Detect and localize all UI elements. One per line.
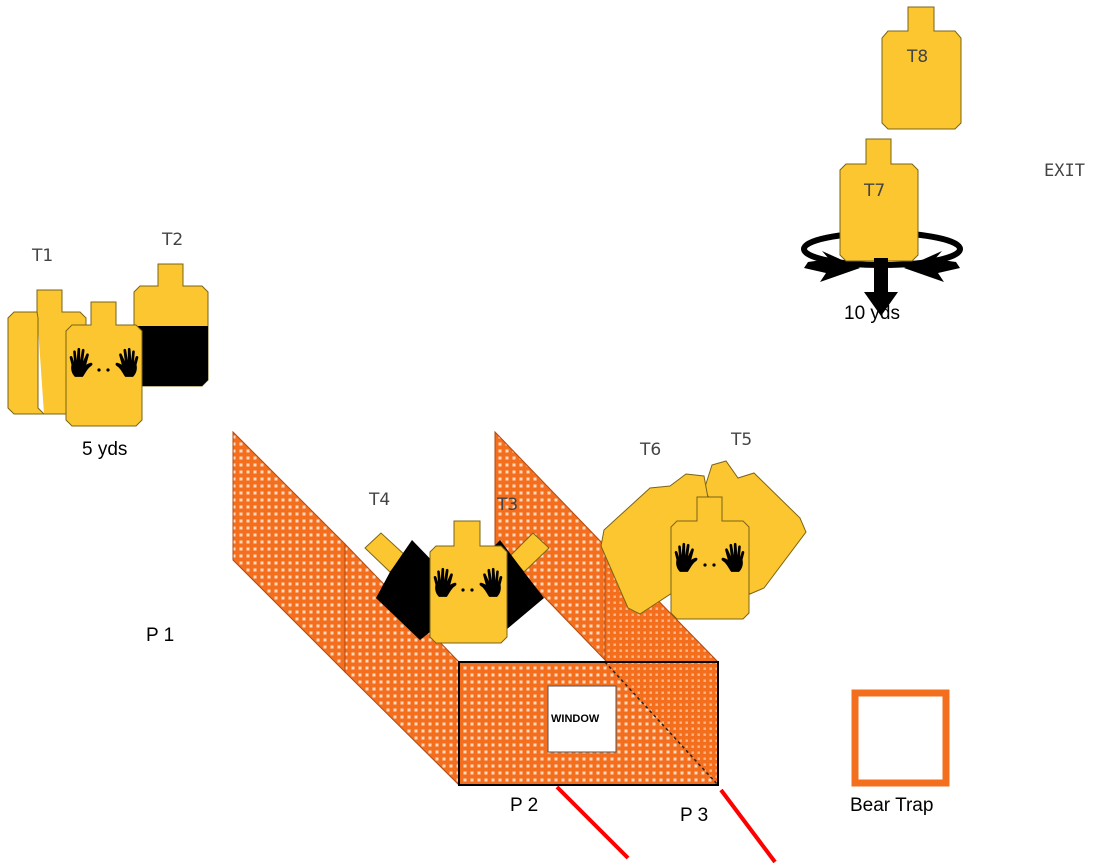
fault-line-p3	[719, 788, 777, 864]
label-t1: T1	[32, 246, 54, 266]
wall-left-diagonal	[232, 430, 346, 674]
bear-trap-label: Bear Trap	[850, 795, 934, 816]
target-t8	[881, 6, 962, 130]
target-t7	[804, 138, 960, 316]
distance-far: 10 yds	[844, 303, 900, 324]
no-shoot-target-center	[429, 520, 508, 644]
target-t2	[133, 263, 209, 387]
label-t4: T4	[369, 490, 391, 510]
position-p1: P 1	[146, 625, 175, 646]
window-label: WINDOW	[551, 713, 600, 725]
swing-arrow-right	[904, 251, 960, 282]
exit-label: EXIT	[1044, 161, 1085, 181]
label-t6: T6	[640, 440, 662, 460]
position-p3: P 3	[680, 805, 709, 826]
down-arrow-icon	[864, 258, 898, 316]
position-p2: P 2	[510, 795, 539, 816]
bear-trap-box	[851, 689, 950, 787]
distance-near: 5 yds	[82, 439, 128, 460]
no-shoot-target-left	[65, 301, 143, 427]
label-t5: T5	[731, 430, 753, 450]
label-t7: T7	[864, 181, 886, 201]
no-shoot-zone-t2	[134, 326, 208, 386]
no-shoot-target-right	[670, 496, 750, 620]
label-t8: T8	[907, 47, 929, 67]
label-t2: T2	[162, 230, 184, 250]
swing-arrow-left	[804, 251, 860, 282]
label-t3: T3	[497, 495, 519, 515]
window-port	[547, 685, 617, 753]
fault-line-p2	[555, 785, 630, 860]
